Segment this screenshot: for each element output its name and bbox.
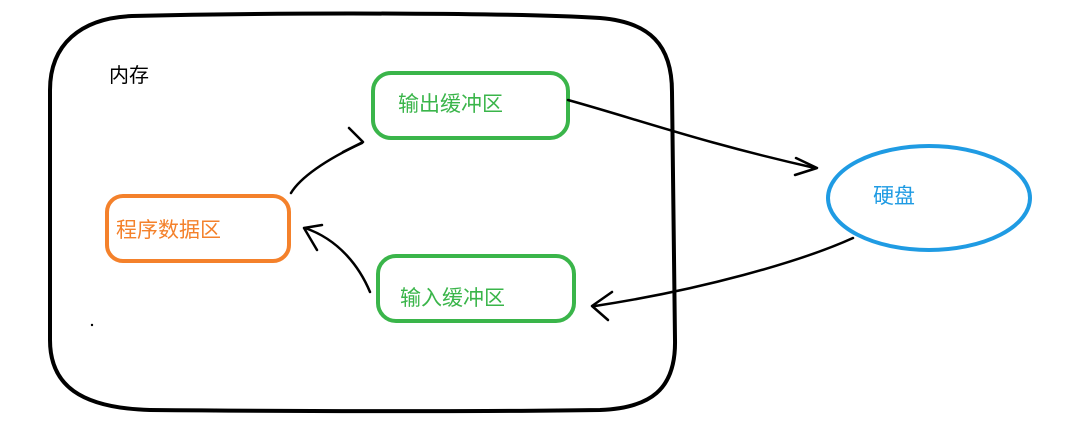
- stray-dot: [90, 323, 94, 327]
- program-data-box: [105, 194, 291, 263]
- output-buffer-box: [371, 71, 570, 140]
- arrow-input-to-program: [303, 226, 372, 294]
- input-buffer-box: [376, 254, 576, 323]
- program-data-label: 程序数据区: [116, 218, 221, 242]
- disk-ellipse: [826, 144, 1032, 252]
- arrow-disk-to-input: [593, 236, 855, 308]
- memory-container: [48, 11, 678, 414]
- arrow-program-to-output: [289, 141, 364, 195]
- arrowhead-disk-to-input: [590, 290, 614, 322]
- arrowhead-output-to-disk: [793, 156, 819, 177]
- input-buffer-label: 输入缓冲区: [400, 286, 505, 310]
- arrowhead-input-to-program: [302, 223, 324, 252]
- arrowhead-program-to-output: [341, 126, 365, 154]
- disk-label: 硬盘: [873, 184, 915, 208]
- memory-label: 内存: [109, 63, 149, 87]
- arrow-output-to-disk: [566, 98, 817, 170]
- output-buffer-label: 输出缓冲区: [398, 92, 503, 116]
